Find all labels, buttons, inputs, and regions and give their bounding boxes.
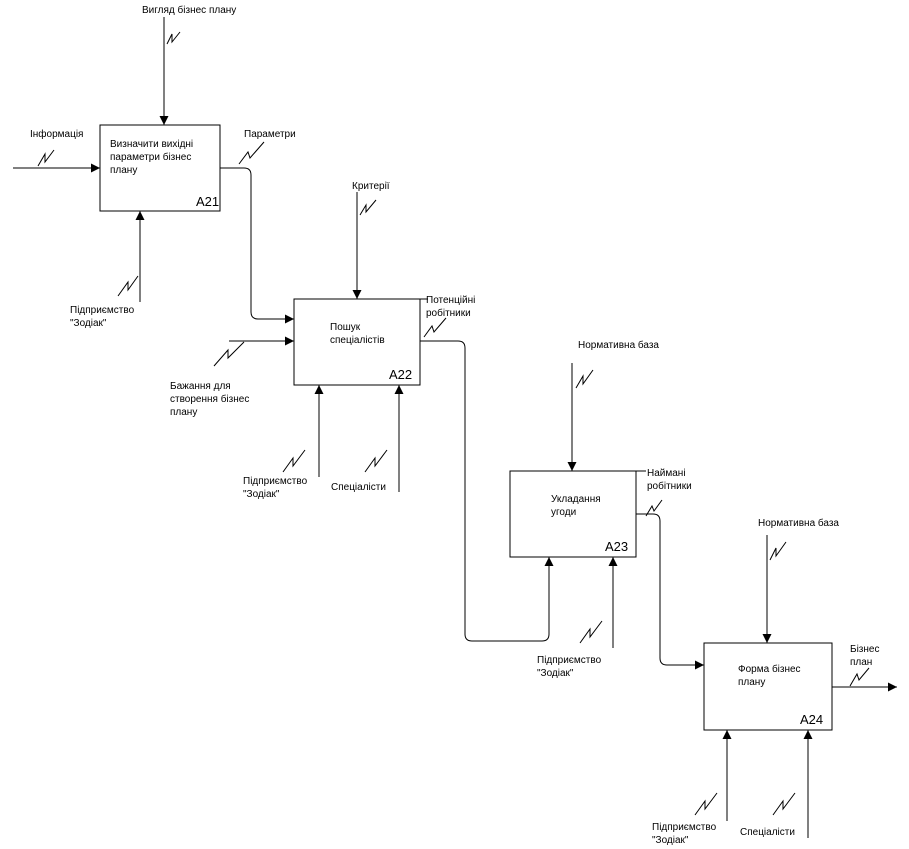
arrow-a24-mechanism-2[interactable]: Спеціалісти bbox=[740, 730, 813, 838]
arrow-label: Критерії bbox=[352, 181, 390, 192]
arrow-label: Підприємство"Зодіак" bbox=[243, 476, 308, 500]
box-frame bbox=[99, 124, 221, 212]
arrow-a22-control[interactable]: Критерії bbox=[352, 181, 390, 299]
arrow-label: Інформація bbox=[30, 128, 83, 140]
arrow-a21-mechanism[interactable]: Підприємство"Зодіак" bbox=[70, 211, 145, 329]
arrow-label: Вигляд бізнес плану bbox=[142, 4, 236, 16]
arrow-label: Підприємство"Зодіак" bbox=[537, 655, 602, 679]
box-frame bbox=[703, 642, 833, 731]
arrow-a22-mechanism-2[interactable]: Спеціалісти bbox=[331, 385, 404, 493]
arrow-label: Спеціалісти bbox=[740, 827, 795, 838]
box-number: А23 bbox=[605, 539, 628, 554]
arrow-a24-mechanism-1[interactable]: Підприємство"Зодіак" bbox=[652, 730, 732, 846]
box-frame bbox=[293, 298, 421, 386]
arrow-a23-mechanism[interactable]: Підприємство"Зодіак" bbox=[537, 557, 618, 679]
arrow-a22-mechanism-1[interactable]: Підприємство"Зодіак" bbox=[243, 385, 324, 500]
arrow-label: Підприємство"Зодіак" bbox=[652, 822, 717, 846]
arrow-a21-input[interactable]: Інформація bbox=[13, 128, 100, 173]
box-number: А22 bbox=[389, 367, 412, 382]
box-number: А24 bbox=[800, 712, 823, 727]
arrow-label: Нормативна база bbox=[578, 339, 659, 351]
arrow-a24-control[interactable]: Нормативна база bbox=[758, 517, 839, 643]
arrow-label: Спеціалісти bbox=[331, 482, 386, 493]
box-number: А21 bbox=[196, 194, 219, 209]
arrow-label: Параметри bbox=[244, 129, 296, 140]
arrow-a23-control[interactable]: Нормативна база bbox=[567, 339, 659, 471]
arrow-a21-control[interactable]: Вигляд бізнес плану bbox=[142, 4, 236, 125]
arrow-label: Нормативна база bbox=[758, 517, 839, 529]
box-frame bbox=[509, 470, 637, 558]
arrow-label: Підприємство"Зодіак" bbox=[70, 305, 135, 329]
arrow-a21-output-to-a22[interactable]: Параметри bbox=[220, 129, 296, 324]
